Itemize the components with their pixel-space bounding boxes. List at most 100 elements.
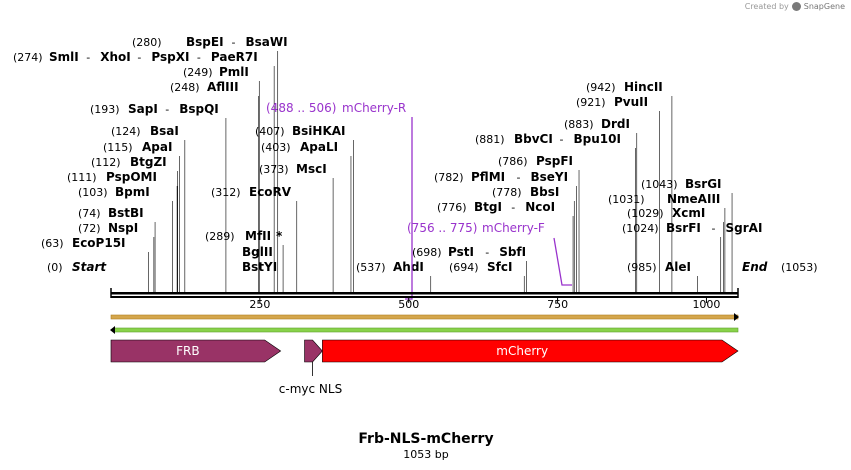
site-name: SfcI bbox=[487, 260, 512, 274]
site-name: BsaI bbox=[150, 124, 179, 138]
site-separator: - bbox=[712, 222, 716, 235]
site-separator: - bbox=[511, 201, 515, 214]
primer-range: (756 .. 775) bbox=[407, 221, 477, 235]
site-position: (921) bbox=[576, 96, 606, 109]
primer-arrow bbox=[553, 237, 572, 286]
site-name: SapI bbox=[128, 102, 158, 116]
site-separator: - bbox=[86, 51, 90, 64]
site-name: SgrAI bbox=[726, 221, 763, 235]
start-position: (0) bbox=[47, 261, 63, 274]
orf-arrow bbox=[734, 313, 739, 321]
site-position: (537) bbox=[356, 261, 386, 274]
site-position: (289) bbox=[205, 230, 235, 243]
site-name: PspFI bbox=[536, 154, 573, 168]
site-name: BstYI bbox=[242, 260, 277, 274]
site-position: (1029) bbox=[627, 207, 664, 220]
map-length: 1053 bp bbox=[403, 448, 448, 461]
site-name: AflIII bbox=[207, 80, 239, 94]
map-title: Frb-NLS-mCherry bbox=[358, 431, 493, 447]
site-position: (193) bbox=[90, 103, 120, 116]
site-position: (1043) bbox=[641, 178, 678, 191]
site-position: (115) bbox=[103, 141, 133, 154]
site-name: PmlI bbox=[219, 65, 249, 79]
orf2-arrow bbox=[110, 326, 115, 334]
site-name: EcoP15I bbox=[72, 236, 126, 250]
credit: Created by SnapGene bbox=[745, 2, 845, 11]
site-name: PspXI bbox=[151, 50, 189, 64]
site-position: (985) bbox=[627, 261, 657, 274]
axis-tick-label: 500 bbox=[398, 298, 419, 311]
primer-name: mCherry-F bbox=[482, 221, 545, 235]
credit-prefix: Created by bbox=[744, 2, 789, 11]
site-name: NcoI bbox=[525, 200, 555, 214]
site-position: (782) bbox=[434, 171, 464, 184]
feature-arrow bbox=[304, 339, 323, 363]
site-position: (249) bbox=[183, 66, 213, 79]
site-name: BglII bbox=[242, 245, 273, 259]
feature-label: FRB bbox=[176, 344, 199, 358]
site-position: (698) bbox=[412, 246, 442, 259]
primer-range: (488 .. 506) bbox=[266, 101, 336, 115]
site-separator: - bbox=[517, 171, 521, 184]
site-position: (778) bbox=[492, 186, 522, 199]
site-name: BtgZI bbox=[130, 155, 167, 169]
site-position: (403) bbox=[261, 141, 291, 154]
site-name: MfII bbox=[245, 229, 271, 243]
site-name: BsaWI bbox=[246, 35, 288, 49]
site-separator: - bbox=[232, 36, 236, 49]
site-separator: - bbox=[560, 133, 564, 146]
site-name: EcoRV bbox=[249, 185, 292, 199]
site-star: * bbox=[276, 229, 283, 243]
site-name: PflMI bbox=[471, 170, 505, 184]
site-name: SbfI bbox=[499, 245, 526, 259]
orf-bar bbox=[110, 314, 739, 320]
site-separator: - bbox=[485, 246, 489, 259]
site-position: (694) bbox=[449, 261, 479, 274]
site-labels: (274)SmlI - XhoI - PspXI - PaeR7I(280)Bs… bbox=[13, 35, 818, 300]
site-name: PaeR7I bbox=[211, 50, 258, 64]
site-name: BstBI bbox=[108, 206, 144, 220]
site-name: ApaLI bbox=[300, 140, 338, 154]
site-name: BspEI bbox=[186, 35, 224, 49]
site-position: (280) bbox=[132, 36, 162, 49]
leader-lines bbox=[148, 51, 733, 292]
site-position: (103) bbox=[78, 186, 108, 199]
primer-name: mCherry-R bbox=[342, 101, 406, 115]
site-name: BbvCI bbox=[514, 132, 553, 146]
site-name: XcmI bbox=[672, 206, 705, 220]
site-position: (1024) bbox=[622, 222, 659, 235]
site-name: NspI bbox=[108, 221, 138, 235]
site-position: (274) bbox=[13, 51, 43, 64]
backbone-top-strand bbox=[111, 292, 738, 295]
feature-label: mCherry bbox=[496, 344, 548, 358]
site-name: HincII bbox=[624, 80, 663, 94]
site-name: BsrGI bbox=[685, 177, 722, 191]
axis-tick-label: 750 bbox=[547, 298, 568, 311]
site-name: BbsI bbox=[530, 185, 559, 199]
site-name: PvuII bbox=[614, 95, 648, 109]
site-position: (124) bbox=[111, 125, 141, 138]
site-separator: - bbox=[197, 51, 201, 64]
site-position: (111) bbox=[67, 171, 97, 184]
site-position: (1031) bbox=[608, 193, 645, 206]
feature-arrow bbox=[110, 339, 282, 363]
orf2-bar bbox=[113, 327, 739, 333]
site-name: BseYI bbox=[531, 170, 569, 184]
site-name: BtgI bbox=[474, 200, 502, 214]
site-position: (72) bbox=[78, 222, 101, 235]
primer-arrow bbox=[405, 117, 413, 300]
site-name: ApaI bbox=[142, 140, 172, 154]
site-position: (248) bbox=[170, 81, 200, 94]
credit-brand: SnapGene bbox=[803, 2, 845, 11]
feature-arrow bbox=[322, 339, 739, 363]
site-name: BpmI bbox=[115, 185, 150, 199]
site-separator: - bbox=[137, 51, 141, 64]
site-position: (942) bbox=[586, 81, 616, 94]
site-position: (373) bbox=[259, 163, 289, 176]
axis-tick-label: 1000 bbox=[692, 298, 720, 311]
site-position: (881) bbox=[475, 133, 505, 146]
site-name: AhdI bbox=[393, 260, 424, 274]
